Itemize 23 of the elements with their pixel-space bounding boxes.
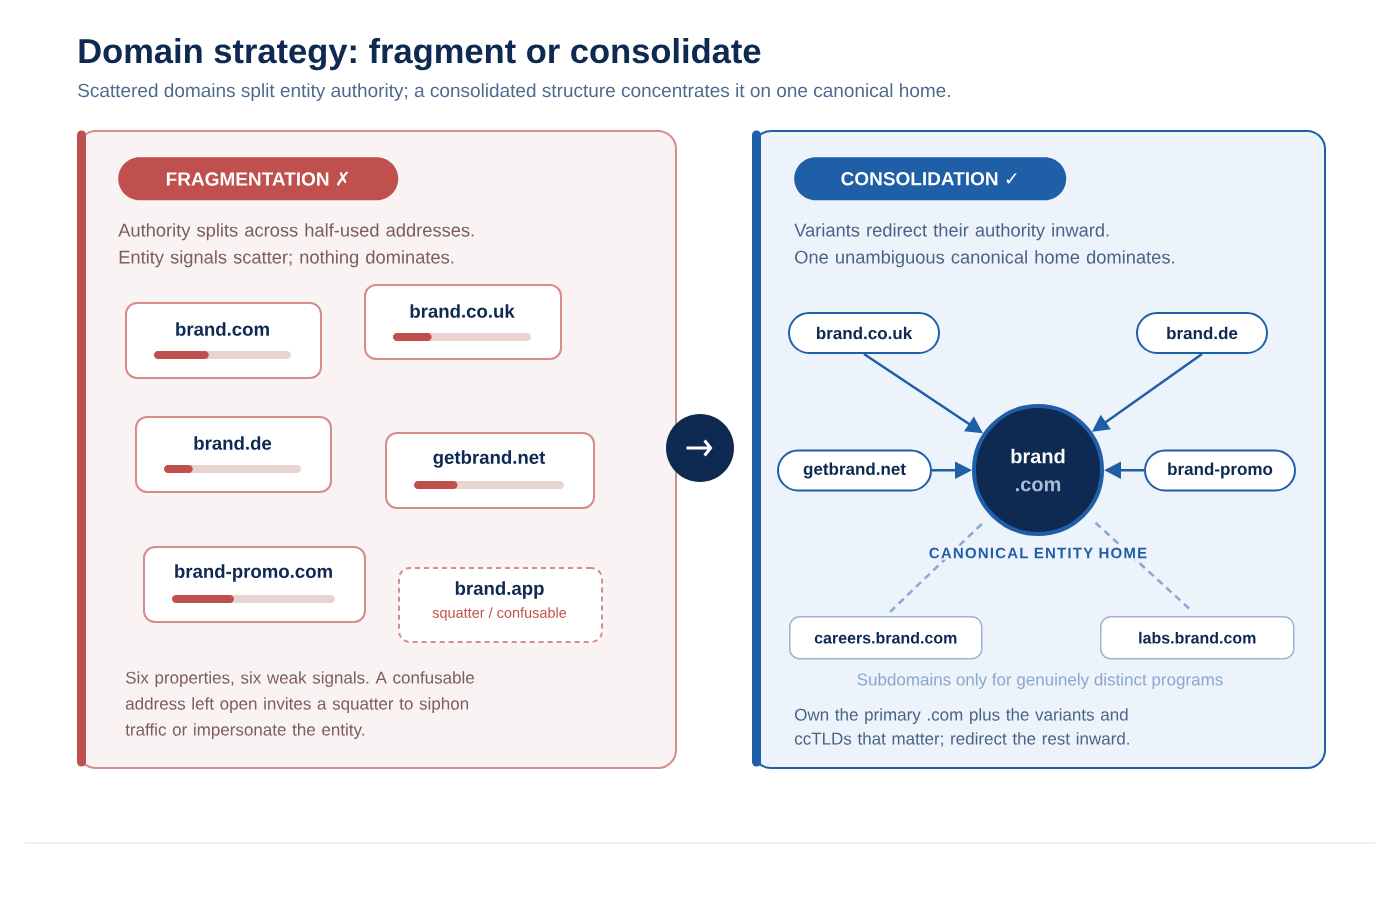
description-text: Variants redirect their authority inward. One unambiguous canonical home dominates.	[794, 223, 1174, 268]
domain-pill: brand-promo	[1144, 449, 1296, 492]
note-text: Subdomains only for genuinely distinct programs	[857, 673, 1223, 689]
caption-label: CANONICAL ENTITY HOME	[927, 546, 1149, 560]
domain-card: brand.app squatter / confusable	[398, 567, 603, 643]
section-tag: FRAGMENTATION ✗	[118, 157, 399, 201]
domain-card: labs.brand.com	[1100, 616, 1295, 660]
domain-card: brand.co.uk	[364, 284, 562, 360]
description-text: Six properties, six weak signals. A confusable address left open invites a squatter to siphon traffic or impersonate the entity.	[125, 671, 474, 740]
domain-pill: brand.co.uk	[788, 312, 940, 354]
title: Domain strategy: fragment or consolidate	[79, 38, 761, 71]
domain-pill: getbrand.net	[777, 449, 932, 492]
domain-card: getbrand.net	[385, 432, 595, 509]
domain-card: brand-promo.com	[143, 546, 366, 623]
domain-card: careers.brand.com	[789, 616, 983, 660]
domain-card: brand.com	[125, 302, 322, 379]
description-text: Own the primary .com plus the variants and ccTLDs that matter; redirect the rest inward.	[794, 708, 1129, 747]
subtitle: Scattered domains split entity authority; a consolidated structure concentrates it on one canonical home.	[78, 83, 950, 101]
domain-card: brand.de	[135, 416, 332, 493]
section-tag: CONSOLIDATION ✓	[794, 157, 1067, 201]
description-text: Authority splits across half-used addresses. Entity signals scatter; nothing dominates.	[118, 223, 474, 268]
dashed-line	[889, 523, 983, 613]
domain-pill: brand.de	[1136, 312, 1268, 354]
